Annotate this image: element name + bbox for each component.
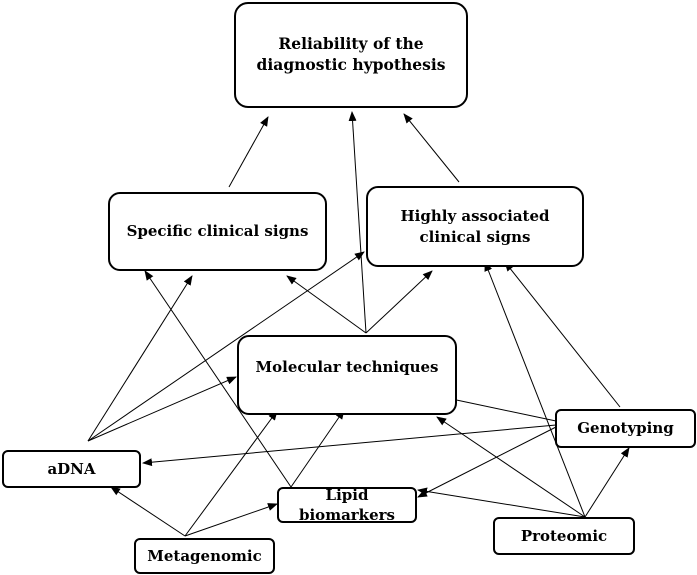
highly-associated-clinical-signs-node: Highly associated clinical signs bbox=[366, 186, 584, 267]
specific-clinical-signs-node: Specific clinical signs bbox=[108, 192, 327, 271]
highly-associated-line-1: Highly associated bbox=[400, 207, 550, 226]
adna-node: aDNA bbox=[2, 450, 141, 488]
arrow-metagenomic-to-molecular bbox=[184, 410, 278, 537]
reliability-line-1: Reliability of the bbox=[278, 34, 424, 54]
arrow-lipid-to-molecular bbox=[290, 409, 345, 488]
arrow-genotyping-to-lipid bbox=[417, 426, 557, 498]
lipid-biomarkers-node: Lipid biomarkers bbox=[277, 485, 417, 524]
adna-label: aDNA bbox=[47, 459, 96, 478]
metagenomic-node: Metagenomic bbox=[134, 538, 275, 574]
metagenomic-label: Metagenomic bbox=[147, 546, 262, 565]
proteomic-node: Proteomic bbox=[493, 517, 635, 555]
arrow-proteomic-to-genotyping bbox=[584, 447, 630, 518]
lipid-biomarkers-label: Lipid biomarkers bbox=[299, 485, 395, 524]
molecular-techniques-node: Molecular techniques bbox=[237, 335, 457, 415]
arrow-specific-to-reliability bbox=[228, 116, 269, 188]
arrow-molecular-to-reliability bbox=[348, 111, 367, 334]
specific-clinical-signs-label: Specific clinical signs bbox=[126, 222, 309, 241]
reliability-line-2: diagnostic hypothesis bbox=[256, 55, 446, 74]
genotyping-label: Genotyping bbox=[577, 419, 674, 438]
arrow-proteomic-to-lipid bbox=[417, 487, 586, 518]
arrow-genotyping-to-molecular bbox=[446, 395, 557, 422]
highly-associated-line-2: clinical signs bbox=[419, 227, 531, 246]
arrow-lipid-to-specific bbox=[144, 270, 292, 488]
arrow-adna-to-molecular bbox=[87, 376, 237, 442]
arrow-molecular-to-specific bbox=[286, 275, 367, 334]
arrow-metagenomic-to-lipid bbox=[184, 503, 278, 537]
arrow-highly-to-reliability bbox=[403, 113, 460, 183]
proteomic-label: Proteomic bbox=[520, 526, 608, 545]
arrow-adna-to-specific bbox=[87, 275, 193, 442]
arrow-proteomic-to-highly bbox=[484, 261, 586, 518]
reliability-node: Reliability of the diagnostic hypothesis bbox=[234, 2, 468, 108]
arrow-genotyping-to-adna bbox=[142, 424, 557, 467]
arrow-adna-to-highly bbox=[87, 251, 365, 442]
molecular-techniques-label: Molecular techniques bbox=[255, 358, 439, 376]
arrow-metagenomic-to-adna bbox=[110, 486, 186, 537]
arrow-molecular-to-highly bbox=[365, 270, 433, 334]
arrow-proteomic-to-molecular bbox=[436, 416, 586, 518]
arrow-genotyping-to-highly bbox=[504, 261, 621, 408]
genotyping-node: Genotyping bbox=[555, 409, 696, 448]
